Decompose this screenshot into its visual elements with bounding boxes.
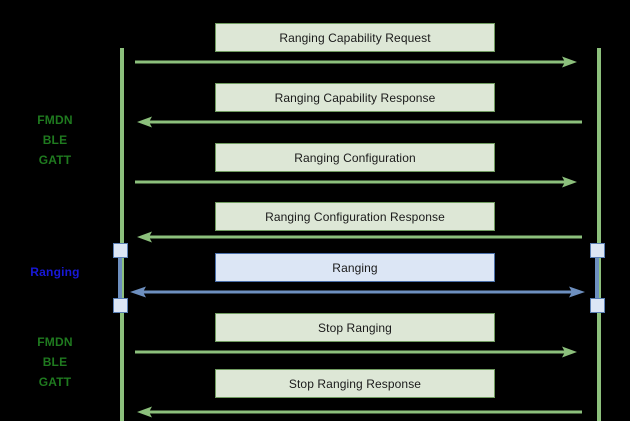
right-lifeline: [597, 48, 601, 421]
message-box-stop-ranging: Stop Ranging: [215, 313, 495, 342]
activation-bar-right: [595, 250, 599, 312]
activation-bar-left: [118, 250, 122, 312]
message-box-ranging: Ranging: [215, 253, 495, 282]
activation-box-right-start: [590, 243, 605, 258]
message-box-ranging-capability-response: Ranging Capability Response: [215, 83, 495, 112]
message-arrow-ranging-bidirectional: [130, 285, 585, 299]
message-arrow-ranging-configuration: [135, 175, 577, 189]
left-lifeline: [120, 48, 124, 421]
message-box-ranging-configuration-response: Ranging Configuration Response: [215, 202, 495, 231]
message-arrow-ranging-capability-response: [137, 115, 582, 129]
activation-box-left-end: [113, 298, 128, 313]
message-box-stop-ranging-response: Stop Ranging Response: [215, 369, 495, 398]
message-box-ranging-capability-request: Ranging Capability Request: [215, 23, 495, 52]
message-arrow-ranging-configuration-response: [137, 230, 582, 244]
message-arrow-stop-ranging: [135, 345, 577, 359]
message-arrow-ranging-capability-request: [135, 55, 577, 69]
activation-box-right-end: [590, 298, 605, 313]
phase-label-ranging: Ranging: [30, 265, 80, 279]
message-box-ranging-configuration: Ranging Configuration: [215, 143, 495, 172]
phase-label-fmdn-ble-gatt-top: FMDN BLE GATT: [37, 113, 73, 167]
phase-label-fmdn-ble-gatt-bottom: FMDN BLE GATT: [37, 335, 73, 389]
activation-box-left-start: [113, 243, 128, 258]
message-arrow-stop-ranging-response: [137, 405, 582, 419]
